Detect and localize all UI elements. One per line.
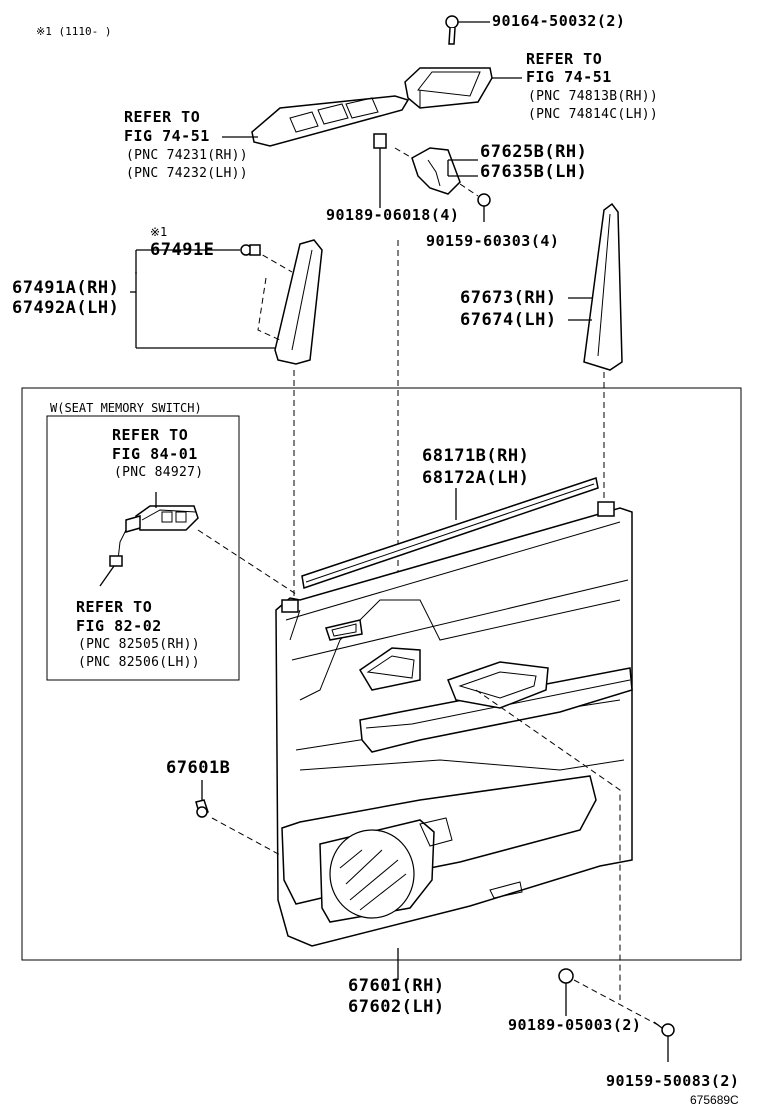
label-67491e: 67491E: [150, 240, 215, 260]
label-67492a: 67492A(LH): [12, 298, 120, 318]
label-pnc-74814c: (PNC 74814C(LH)): [528, 107, 659, 122]
label-67635b: 67635B(LH): [480, 162, 588, 182]
header-note: ※1 (1110- ): [36, 25, 112, 38]
clip-67601b: [195, 780, 283, 857]
door-trim-group-frame: [21, 387, 742, 961]
label-67625b: 67625B(RH): [480, 142, 588, 162]
label-pnc-74232: (PNC 74232(LH)): [126, 166, 248, 181]
label-90159-50083: 90159-50083(2): [606, 1072, 740, 1090]
clip-67491e: [240, 244, 261, 256]
label-90189-05003: 90189-05003(2): [508, 1016, 642, 1034]
label-pnc-74231: (PNC 74231(RH)): [126, 148, 248, 163]
label-pnc-82505: (PNC 82505(RH)): [78, 637, 200, 652]
label-pnc-74813b: (PNC 74813B(RH)): [528, 89, 659, 104]
screw-90164: [445, 15, 490, 45]
label-fig-82-02: FIG 82-02: [76, 617, 162, 635]
inset-box-title: W(SEAT MEMORY SWITCH): [50, 401, 202, 415]
seat-memory-switch-84927: [99, 492, 297, 595]
guide-line-handle: [475, 689, 621, 1000]
clip-90189-05003: [558, 968, 661, 1027]
label-fig-74-51-left: FIG 74-51: [124, 127, 210, 145]
garnish-67491a: [130, 239, 323, 365]
label-fig-84-01: FIG 84-01: [112, 445, 198, 463]
label-90159-60303: 90159-60303(4): [426, 232, 560, 250]
label-67601b: 67601B: [166, 758, 231, 778]
seat-memory-inset-frame: [46, 415, 240, 681]
label-67601: 67601(RH): [348, 976, 445, 996]
label-mark-1: ※1: [150, 225, 168, 239]
label-refer-84-01: REFER TO: [112, 426, 189, 444]
switch-base-74231: [222, 95, 410, 147]
bracket-67625b: [394, 147, 479, 197]
label-refer-74-51-top: REFER TO: [526, 50, 603, 68]
label-refer-74-51-left: REFER TO: [124, 108, 201, 126]
weatherstrip-68171b: [301, 477, 599, 589]
switch-base-74813b: [404, 67, 522, 109]
label-67491a: 67491A(RH): [12, 278, 120, 298]
label-pnc-82506: (PNC 82506(LH)): [78, 655, 200, 670]
label-90189-06018: 90189-06018(4): [326, 206, 460, 224]
label-fig-74-51-top: FIG 74-51: [526, 68, 612, 86]
clip-90189-06018: [373, 133, 387, 208]
label-67674: 67674(LH): [460, 310, 557, 330]
label-90164-50032: 90164-50032(2): [492, 12, 626, 30]
label-68171b: 68171B(RH): [422, 446, 530, 466]
label-67673: 67673(RH): [460, 288, 557, 308]
screw-90159-60303: [477, 193, 491, 222]
diagram-code: 675689C: [690, 1093, 739, 1107]
label-refer-82-02: REFER TO: [76, 598, 153, 616]
label-pnc-84927: (PNC 84927): [114, 465, 204, 480]
label-68172a: 68172A(LH): [422, 468, 530, 488]
label-67602: 67602(LH): [348, 997, 445, 1017]
door-trim-board-67601: [275, 501, 633, 980]
screw-90159-50083: [653, 1021, 675, 1062]
garnish-67673: [568, 202, 623, 371]
